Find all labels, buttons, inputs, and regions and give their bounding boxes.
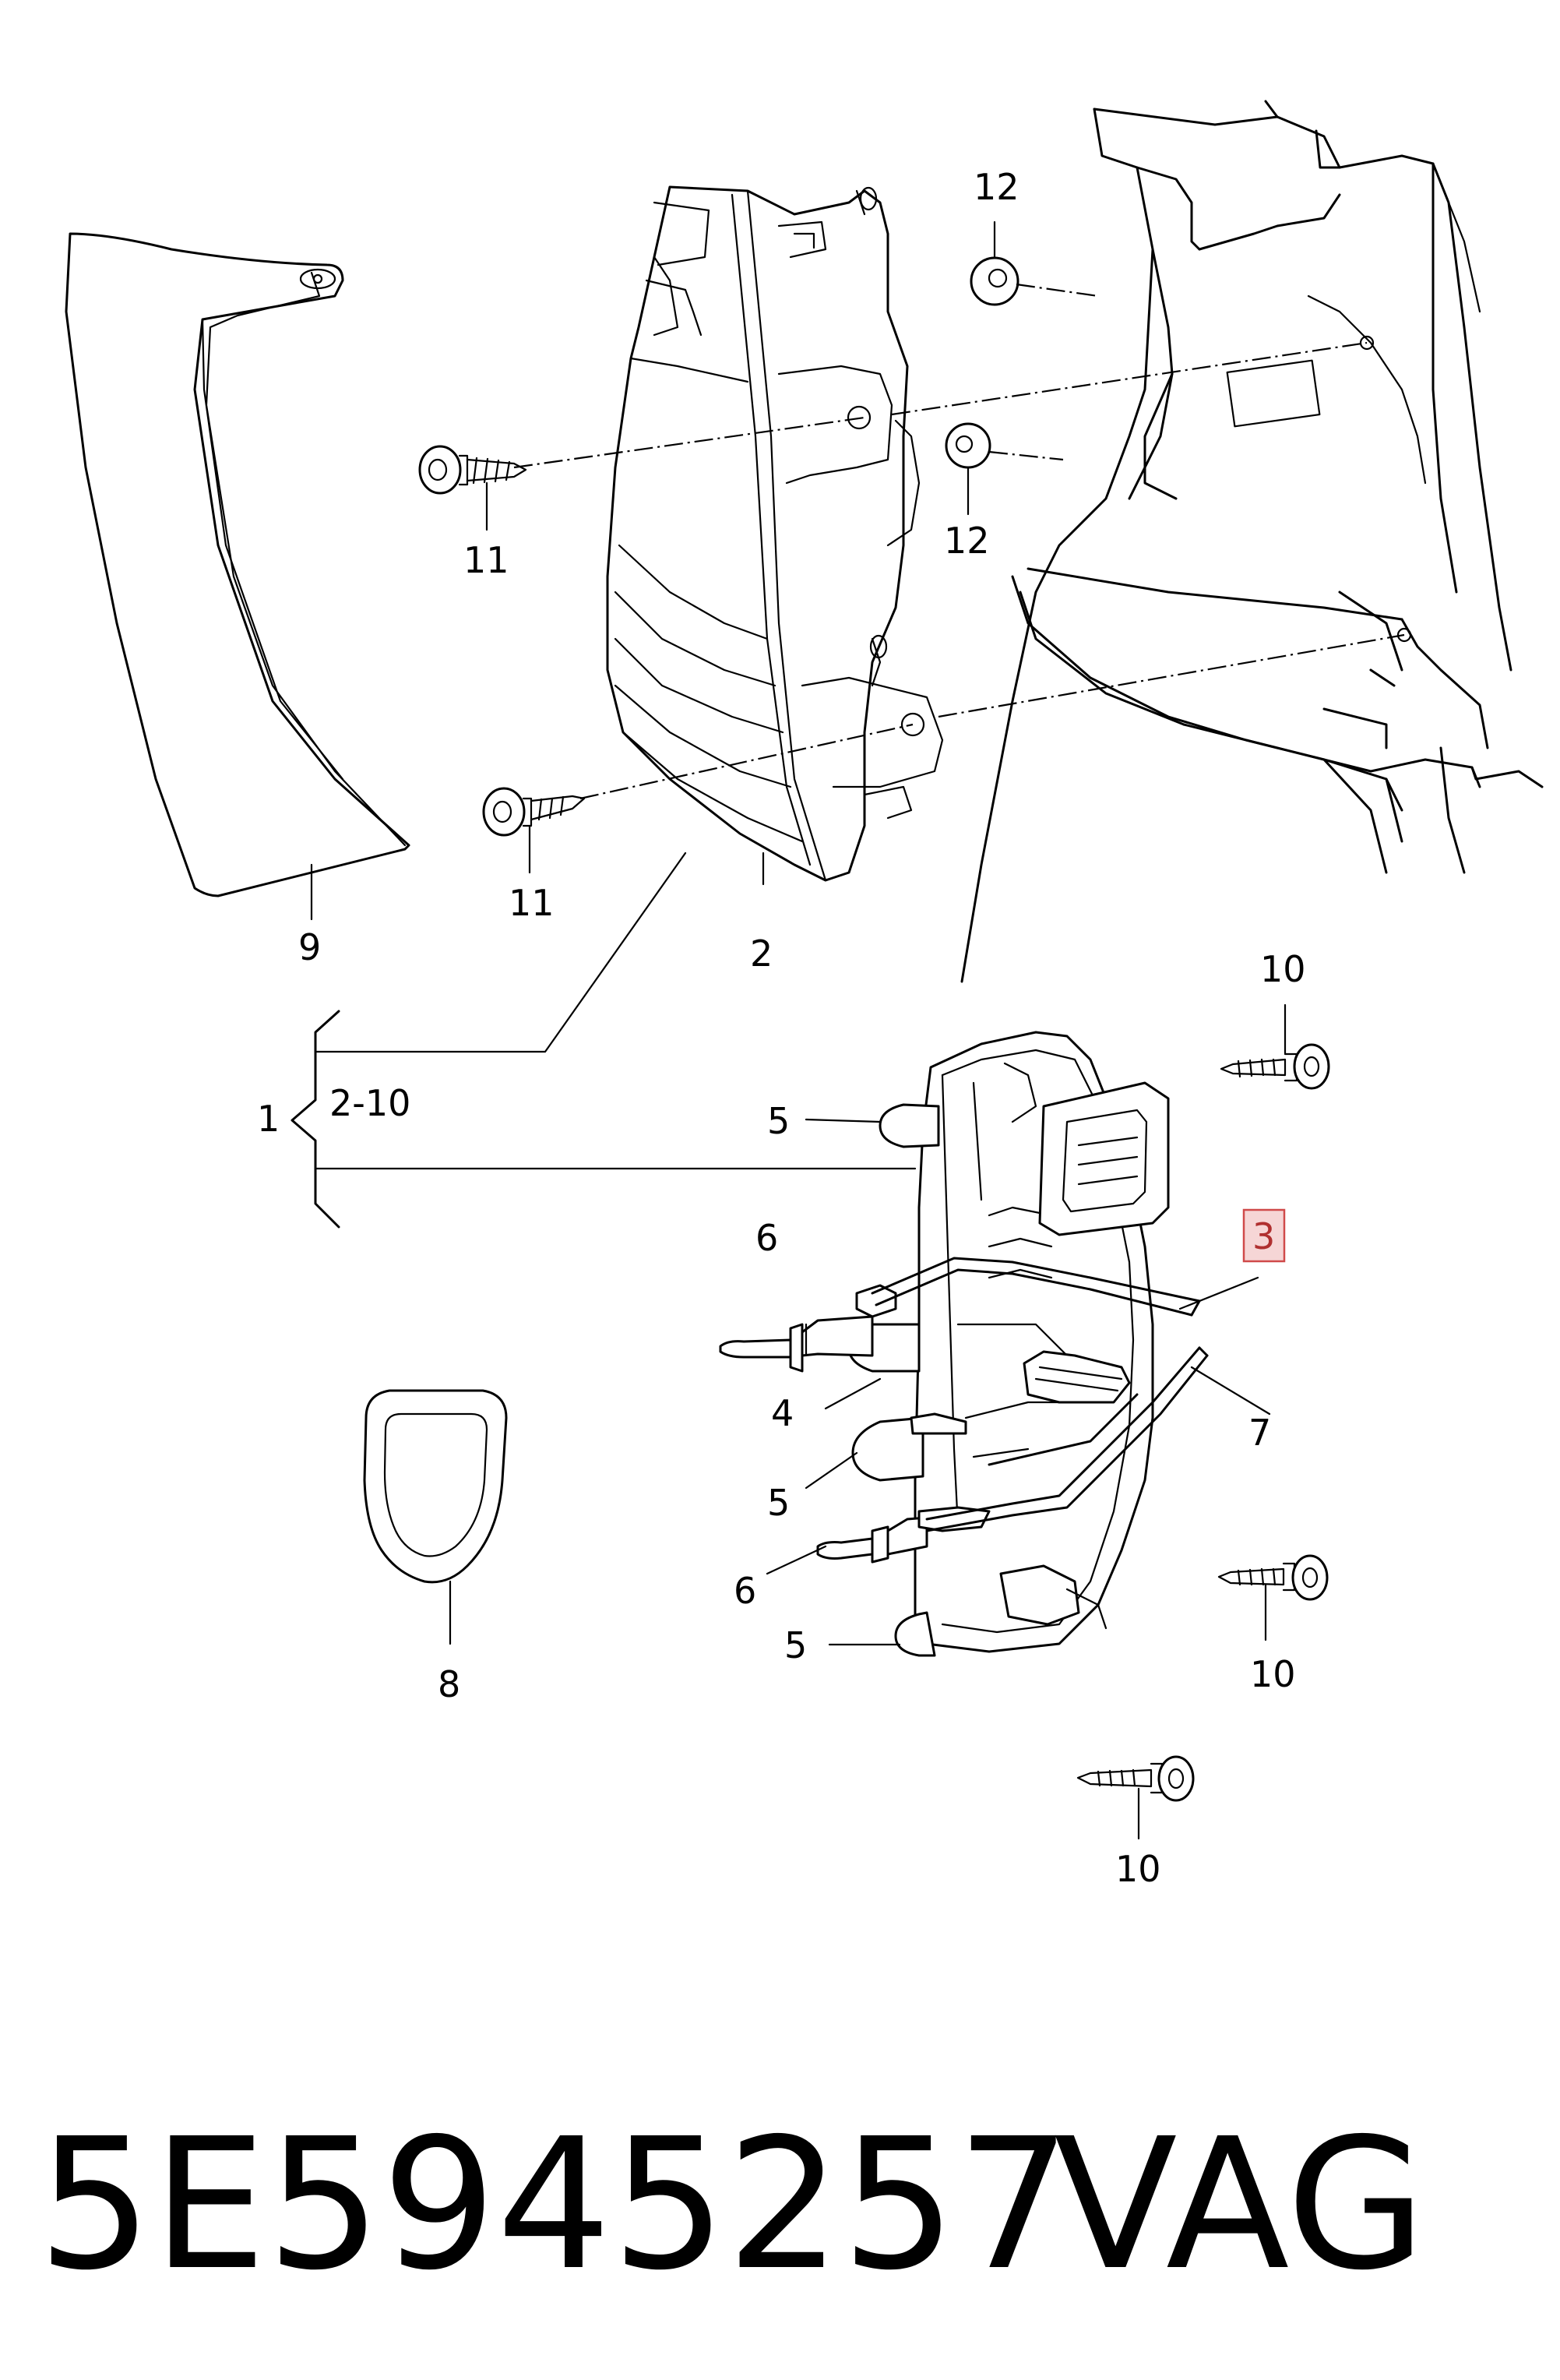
trim-panel-part-9 xyxy=(65,232,410,897)
callout-11-top: 11 xyxy=(463,539,509,581)
bulb-part-6-lower xyxy=(816,1506,991,1564)
part-number-text: 5E5945257 xyxy=(37,2100,1072,2310)
clip-part-12-bottom xyxy=(945,422,1064,516)
callout-10-middle: 10 xyxy=(1250,1653,1296,1695)
callout-11-bottom: 11 xyxy=(509,882,555,924)
callout-12-bottom: 12 xyxy=(944,520,990,562)
assembly-bracket-part-1 xyxy=(291,852,917,1229)
footer: 5E5945257 VAG xyxy=(37,2103,1517,2306)
callout-5-top: 5 xyxy=(767,1100,790,1142)
screw-part-10-middle xyxy=(1217,1554,1329,1641)
callout-7: 7 xyxy=(1248,1412,1271,1454)
vehicle-body-panel xyxy=(960,100,1544,983)
callout-12-top: 12 xyxy=(974,166,1019,208)
highlighted-callout-3: 3 xyxy=(1242,1208,1286,1263)
tail-light-housing-part-2 xyxy=(606,185,944,882)
mounting-axes xyxy=(513,341,1405,800)
highlight-box xyxy=(1242,1208,1286,1263)
screw-part-10-top xyxy=(1220,1003,1330,1090)
gasket-part-8 xyxy=(363,1389,508,1645)
screw-part-11-bottom xyxy=(482,787,586,874)
callout-6-top: 6 xyxy=(755,1217,778,1259)
clip-part-12-top xyxy=(970,220,1099,306)
brand-text: VAG xyxy=(1054,2100,1427,2310)
callout-5-bottom: 5 xyxy=(784,1624,807,1666)
callout-1-range: 2-10 xyxy=(329,1082,410,1124)
callout-9: 9 xyxy=(298,926,321,968)
bulb-part-6-upper xyxy=(719,1284,897,1373)
callout-10-top: 10 xyxy=(1260,948,1306,990)
callout-6-bottom: 6 xyxy=(734,1570,756,1612)
callout-5-middle: 5 xyxy=(767,1482,790,1524)
callout-3: 3 xyxy=(1252,1215,1275,1257)
callout-10-bottom: 10 xyxy=(1115,1848,1161,1890)
callout-labels: 12 12 11 11 9 2 1 2-10 10 5 6 4 7 5 6 5 … xyxy=(257,166,1306,1890)
callout-1: 1 xyxy=(257,1098,280,1140)
callout-4: 4 xyxy=(771,1392,794,1434)
bulb-carrier-part-3 xyxy=(847,1031,1170,1657)
screw-part-11-top xyxy=(418,445,527,531)
callout-8: 8 xyxy=(438,1663,460,1705)
wire-part-7 xyxy=(871,1257,1209,1532)
callout-2: 2 xyxy=(750,933,773,975)
screw-part-10-bottom xyxy=(1076,1755,1195,1840)
leader-lines xyxy=(766,1118,1271,1646)
